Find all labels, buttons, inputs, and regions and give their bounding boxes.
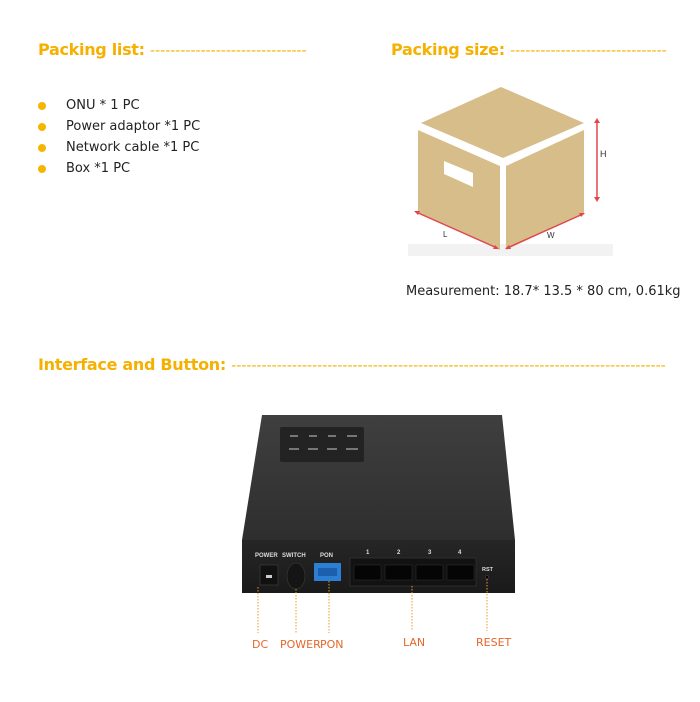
bullet-icon xyxy=(38,144,46,152)
lan-ports xyxy=(353,564,475,581)
packing-list: ONU * 1 PC Power adaptor *1 PC Network c… xyxy=(38,95,200,179)
lan-port-number: 2 xyxy=(397,550,401,556)
bullet-icon xyxy=(38,102,46,110)
heading-divider: ------------------------------- xyxy=(510,43,667,59)
lan-port-number: 1 xyxy=(366,550,370,556)
interface-title: Interface and Button: xyxy=(38,355,226,374)
box-shadow xyxy=(408,244,613,256)
list-item: ONU * 1 PC xyxy=(38,95,200,116)
onu-device-image: POWER SWITCH PON 1 2 3 4 RST xyxy=(242,415,515,633)
arrow-head xyxy=(579,213,585,217)
box-front-right xyxy=(506,130,584,250)
led-panel xyxy=(280,427,364,462)
width-arrow xyxy=(506,213,584,249)
box-diagram: H L W xyxy=(408,87,613,256)
pon-port-label: PON xyxy=(320,553,333,559)
list-item: Box *1 PC xyxy=(38,158,200,179)
measurement-text: Measurement: 18.7* 13.5 * 80 cm, 0.61kg xyxy=(406,284,681,299)
box-handle-hole xyxy=(444,161,473,187)
packing-list-heading: Packing list: --------------------------… xyxy=(38,40,307,59)
height-label: H xyxy=(600,149,607,159)
pon-port-slot xyxy=(318,568,337,576)
arrow-head xyxy=(414,211,420,215)
length-label: L xyxy=(443,230,448,239)
packing-size-heading: Packing size: --------------------------… xyxy=(391,40,667,59)
length-arrow xyxy=(415,211,498,249)
callout-power: POWER xyxy=(280,638,321,651)
power-port-label: POWER xyxy=(255,553,278,559)
rst-label: RST xyxy=(482,567,494,573)
list-item-text: ONU * 1 PC xyxy=(66,98,140,113)
list-item-text: Network cable *1 PC xyxy=(66,140,200,155)
reset-button xyxy=(485,575,489,579)
heading-divider: ----------------------------------------… xyxy=(231,358,666,374)
packing-list-title: Packing list: xyxy=(38,40,145,59)
led-indicators xyxy=(289,435,358,450)
box-top xyxy=(421,87,584,158)
callout-pon: PON xyxy=(320,638,344,651)
box-front-left xyxy=(418,130,500,250)
arrow-head xyxy=(594,197,600,202)
arrow-head xyxy=(505,245,511,249)
callout-lan: LAN xyxy=(403,636,426,649)
list-item: Power adaptor *1 PC xyxy=(38,116,200,137)
width-label: W xyxy=(547,231,555,240)
heading-divider: ------------------------------- xyxy=(150,43,307,59)
power-switch xyxy=(286,562,306,590)
packing-size-title: Packing size: xyxy=(391,40,505,59)
interface-heading: Interface and Button: ------------------… xyxy=(38,355,666,374)
arrow-head xyxy=(493,245,499,249)
bullet-icon xyxy=(38,123,46,131)
dc-jack-pin xyxy=(266,575,272,578)
bullet-icon xyxy=(38,165,46,173)
arrow-head xyxy=(594,118,600,123)
switch-label: SWITCH xyxy=(282,553,306,559)
lan-port-number: 3 xyxy=(428,550,432,556)
list-item: Network cable *1 PC xyxy=(38,137,200,158)
callout-reset: RESET xyxy=(476,636,512,649)
lan-port-number: 4 xyxy=(458,550,462,556)
callout-lines xyxy=(257,579,488,633)
list-item-text: Box *1 PC xyxy=(66,161,131,176)
callout-dc: DC xyxy=(252,638,269,651)
list-item-text: Power adaptor *1 PC xyxy=(66,119,201,134)
